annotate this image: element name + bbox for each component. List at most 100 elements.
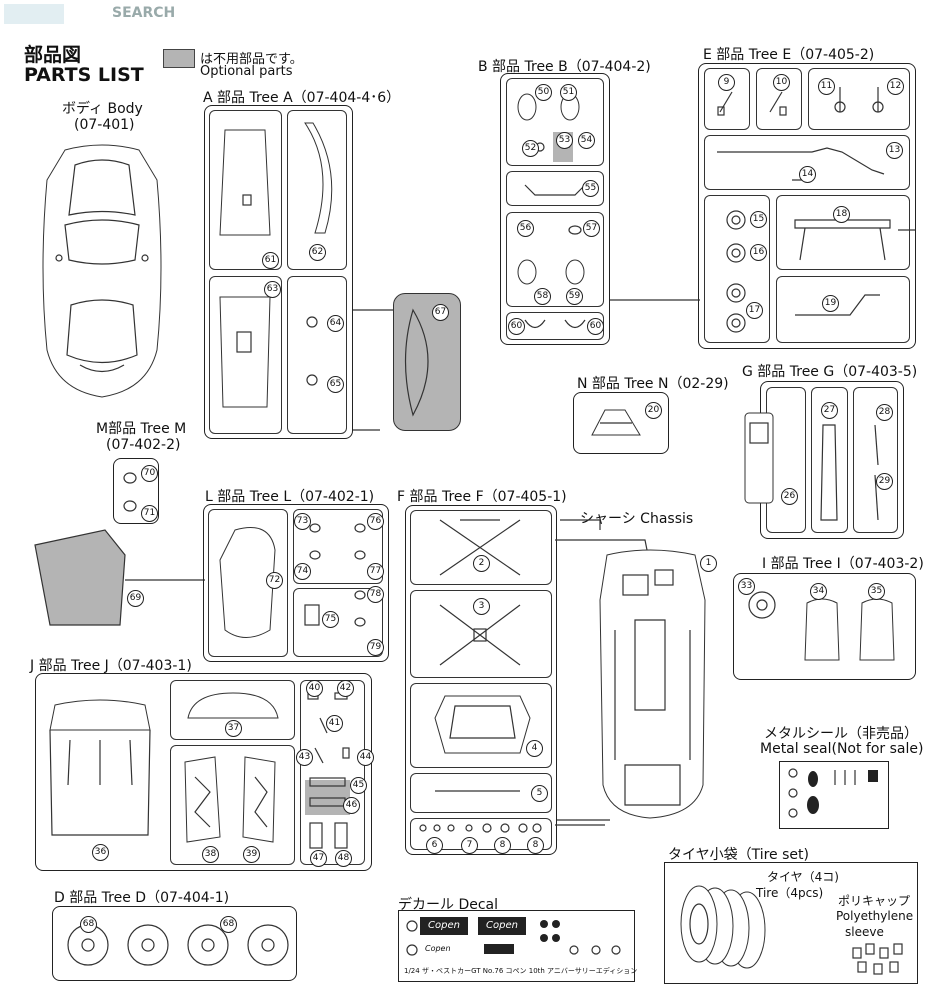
- tree-f-cell-3: [410, 590, 552, 678]
- part-num-59: 59: [566, 288, 583, 305]
- part-num-62: 62: [309, 244, 326, 261]
- part-num-33: 33: [738, 578, 755, 595]
- tree-a-cell-63: [209, 276, 282, 434]
- part-num-14: 14: [799, 166, 816, 183]
- part-num-17: 17: [746, 302, 763, 319]
- part-num-6: 6: [426, 837, 443, 854]
- tree-d-title: D 部品 Tree D（07-404-1): [54, 890, 230, 906]
- part-num-12: 12: [887, 78, 904, 95]
- tree-i-drawing: [748, 591, 895, 661]
- tire-set-frame: [664, 862, 918, 984]
- part-num-57: 57: [583, 220, 600, 237]
- part-19-drawing: [795, 294, 880, 316]
- tree-i-frame: [733, 573, 916, 680]
- part-num-69: 69: [127, 590, 144, 607]
- tire-label-jp: タイヤ（4コ): [767, 870, 839, 884]
- part-5-drawing: [435, 790, 520, 792]
- part-55-drawing: [524, 184, 586, 196]
- tree-a-cell-61: [209, 110, 282, 270]
- part-num-45: 45: [350, 777, 367, 794]
- tree-f-frame: [405, 505, 557, 855]
- part-num-15: 15: [750, 211, 767, 228]
- part-num-67: 67: [432, 304, 449, 321]
- body-drawing: [42, 144, 162, 398]
- tree-l-cell-75-79: [293, 588, 383, 657]
- part-6-8-drawing: [419, 823, 542, 833]
- tree-j-frame: [35, 673, 372, 871]
- part-num-16: 16: [750, 244, 767, 261]
- polycap-label-en1: Polyethylene: [836, 909, 914, 923]
- part-num-43: 43: [296, 749, 313, 766]
- part-num-19: 19: [822, 295, 839, 312]
- part-num-60b: 60: [587, 318, 604, 335]
- tree-e-frame: [698, 63, 916, 349]
- part-60-drawing: [524, 319, 586, 329]
- part-num-60a: 60: [508, 318, 525, 335]
- tree-a-part-67-optional: [393, 293, 461, 431]
- tree-f-cell-2: [410, 510, 552, 585]
- tree-f-cell-6-8: [410, 818, 552, 850]
- part-72-drawing: [219, 527, 276, 638]
- body-code: (07-401): [74, 117, 135, 133]
- part-num-27: 27: [821, 402, 838, 419]
- part-num-73: 73: [294, 513, 311, 530]
- tree-b-cell-55: [506, 171, 604, 206]
- tree-e-cell-11-12: [808, 68, 910, 130]
- part-num-64: 64: [327, 315, 344, 332]
- metal-seal-drawing: [788, 768, 878, 818]
- tree-j-title: J 部品 Tree J（07-403-1): [30, 658, 192, 674]
- tree-e-cell-10: [756, 68, 802, 130]
- part-num-72: 72: [266, 572, 283, 589]
- part-num-13: 13: [886, 142, 903, 159]
- tree-j-cell-38-39: [170, 745, 295, 865]
- part-20-drawing: [591, 409, 641, 436]
- tree-e-cell-13-14: [704, 135, 910, 190]
- tire-label-en: Tire（4pcs): [756, 886, 824, 900]
- part-num-11: 11: [818, 78, 835, 95]
- page-title-en: PARTS LIST: [24, 64, 144, 86]
- part-num-68b: 68: [220, 916, 237, 933]
- part-num-3: 3: [473, 598, 490, 615]
- part-num-70: 70: [141, 465, 158, 482]
- tree-f-title: F 部品 Tree F（07-405-1): [397, 489, 567, 505]
- tree-a-cell-64-65: [287, 276, 347, 434]
- metal-seal-sheet: [779, 761, 889, 829]
- watermark-logo: [4, 4, 64, 24]
- tree-a-cell-62: [287, 110, 347, 270]
- part-38-39-drawing: [184, 756, 276, 843]
- part-36-drawing: [49, 699, 151, 836]
- metal-seal-en: Metal seal(Not for sale): [760, 741, 924, 757]
- tree-g-cell-27: [811, 387, 848, 533]
- tree-e-title: E 部品 Tree E（07-405-2): [703, 47, 875, 63]
- tree-l-frame: [203, 504, 389, 662]
- part-27-drawing: [820, 424, 838, 521]
- tree-m-frame: [113, 458, 159, 524]
- part-num-10: 10: [773, 74, 790, 91]
- legend-en: Optional parts: [200, 64, 293, 79]
- tree-b-mid-drawing: [517, 225, 585, 285]
- decal-script-brand: Copen: [425, 944, 451, 953]
- tree-g-title: G 部品 Tree G（07-403-5): [742, 364, 918, 380]
- part-63-drawing: [219, 296, 271, 408]
- part-num-37: 37: [225, 720, 242, 737]
- tree-d-frame: [52, 906, 297, 981]
- part-num-68a: 68: [80, 916, 97, 933]
- decal-logo-1: Copen: [420, 917, 468, 935]
- part-num-8b: 8: [527, 837, 544, 854]
- part-num-36: 36: [92, 844, 109, 861]
- part-67-drawing: [404, 308, 429, 417]
- tree-l-title: L 部品 Tree L（07-402-1): [205, 489, 375, 505]
- tree-j-cell-37: [170, 680, 295, 740]
- part-num-54: 54: [578, 132, 595, 149]
- part-num-4: 4: [526, 740, 543, 757]
- part-num-5: 5: [531, 785, 548, 802]
- part-num-18: 18: [833, 206, 850, 223]
- tree-e-cell-19: [776, 276, 910, 343]
- parts-40-48-drawing: [307, 692, 350, 849]
- part-num-39: 39: [243, 846, 260, 863]
- part-num-55: 55: [582, 180, 599, 197]
- tree-a-title: A 部品 Tree A（07-404-4･6）: [203, 90, 401, 106]
- part-num-28: 28: [876, 404, 893, 421]
- tires-drawing: [680, 885, 766, 969]
